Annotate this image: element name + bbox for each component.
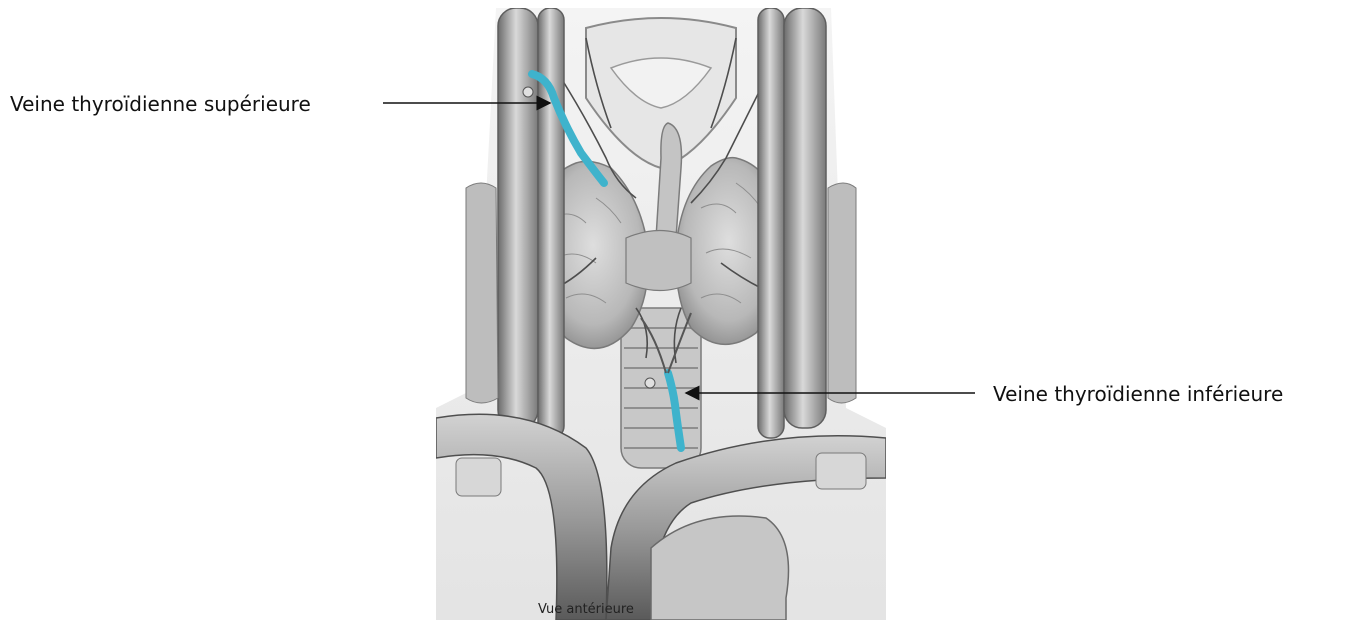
superior-thyroid-vein-label: Veine thyroïdienne supérieure (10, 92, 311, 116)
inferior-thyroid-vein-label: Veine thyroïdienne inférieure (993, 382, 1283, 406)
view-caption: Vue antérieure (538, 602, 634, 617)
